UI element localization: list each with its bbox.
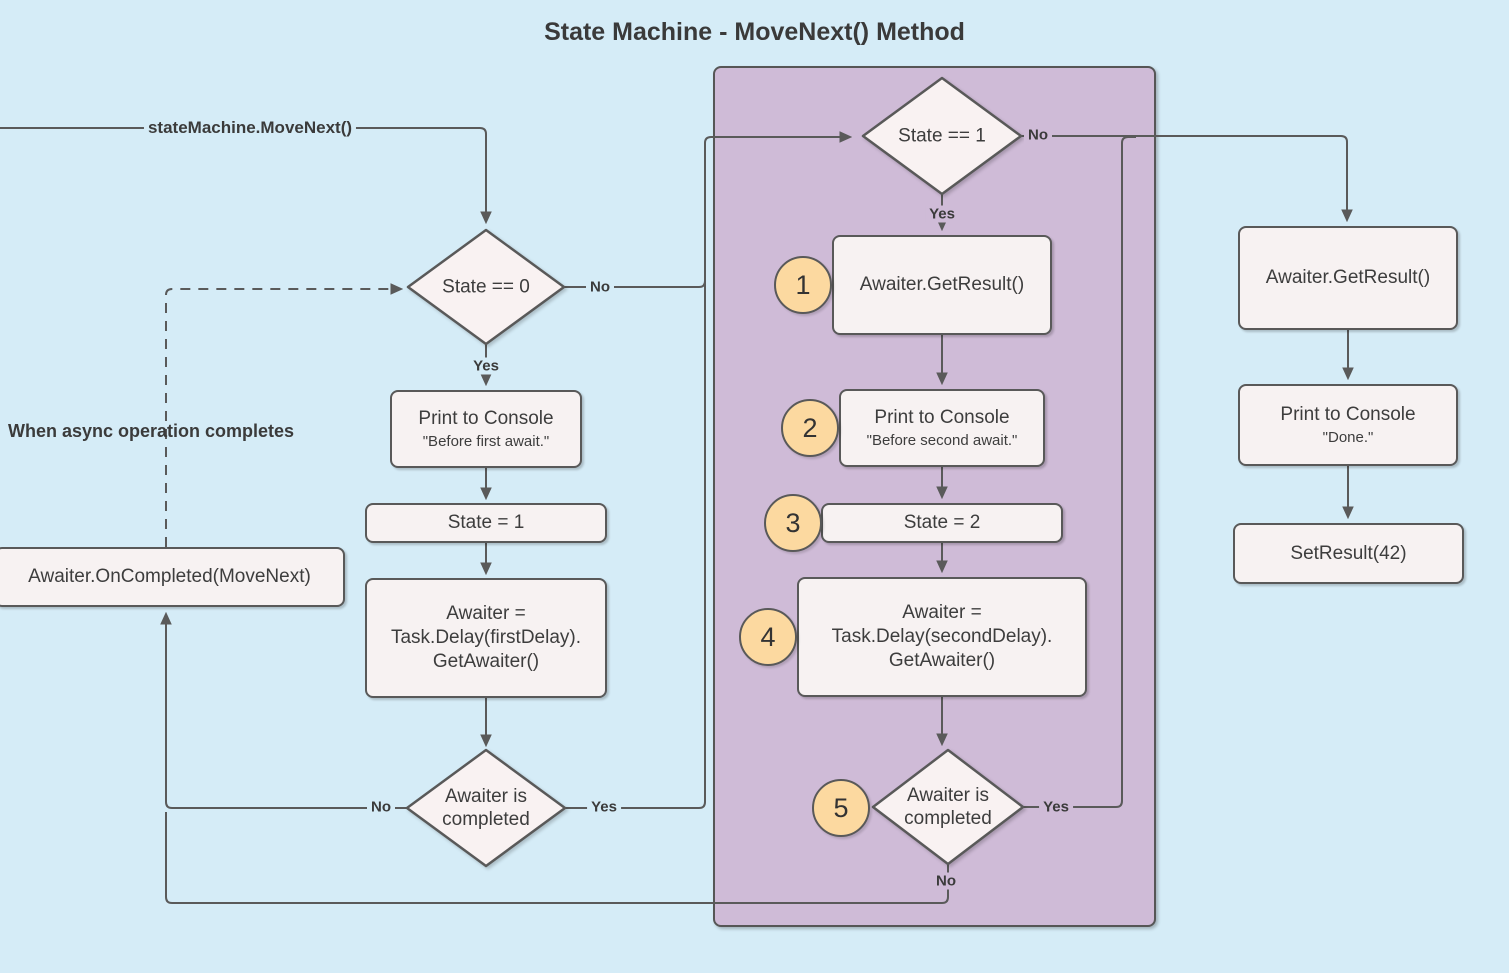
- node-quote: "Before first await.": [422, 432, 550, 450]
- node-state-assign-1: State = 1: [365, 503, 607, 543]
- badge-number: 2: [802, 412, 818, 443]
- node-awaiter-oncompleted: Awaiter.OnCompleted(MoveNext): [0, 547, 345, 607]
- node-state-assign-2: State = 2: [821, 503, 1063, 543]
- node-label: Awaiter = Task.Delay(firstDelay). GetAwa…: [390, 603, 582, 672]
- label-state1-no: No: [1024, 126, 1052, 144]
- node-label: State = 1: [447, 512, 525, 534]
- step-badge-5: 5: [812, 779, 870, 837]
- node-quote: "Before second await.": [866, 431, 1018, 449]
- badge-number: 5: [833, 792, 849, 823]
- node-title: Print to Console: [874, 406, 1010, 428]
- badge-number: 3: [785, 507, 801, 538]
- label-completed2-yes: Yes: [1039, 798, 1073, 816]
- node-label: SetResult(42): [1290, 542, 1407, 564]
- entry-call-label: stateMachine.MoveNext(): [143, 118, 357, 138]
- node-title: Print to Console: [418, 407, 554, 429]
- node-label: Awaiter.GetResult(): [1265, 267, 1431, 289]
- edge-oncompleted-dashed: [165, 289, 401, 547]
- edge-completed2-yes: [1023, 136, 1136, 808]
- awaiter-completed-2-label: Awaiter is completed: [904, 785, 992, 829]
- node-print-done: Print to Console "Done.": [1238, 384, 1458, 466]
- node-title: Print to Console: [1280, 403, 1416, 425]
- edge-completed2-no: [165, 812, 949, 904]
- diamond-awaiter-completed-1: [405, 748, 567, 868]
- badge-number: 4: [760, 621, 776, 652]
- edge-completed1-yes: [565, 137, 850, 809]
- label-completed2-no: No: [932, 872, 960, 890]
- step-badge-2: 2: [781, 399, 839, 457]
- node-label: State = 2: [903, 512, 981, 534]
- label-state1-yes: Yes: [925, 205, 959, 223]
- step-badge-3: 3: [764, 494, 822, 552]
- awaiter-completed-1-label: Awaiter is completed: [442, 786, 530, 830]
- diamond-state0: [406, 228, 566, 346]
- node-label: Awaiter = Task.Delay(secondDelay). GetAw…: [831, 602, 1053, 671]
- node-label: Awaiter.OnCompleted(MoveNext): [28, 566, 311, 588]
- label-completed1-no: No: [367, 798, 395, 816]
- node-getresult-final: Awaiter.GetResult(): [1238, 226, 1458, 330]
- diamond-state1: [861, 76, 1023, 196]
- page-title: State Machine - MoveNext() Method: [544, 18, 965, 46]
- edge-completed1-no: [166, 614, 407, 809]
- edge-state1-no: [1017, 135, 1347, 220]
- async-note-label: When async operation completes: [8, 421, 295, 441]
- label-state0-yes: Yes: [469, 357, 503, 375]
- step-badge-1: 1: [774, 256, 832, 314]
- label-state0-no: No: [586, 278, 614, 296]
- diamond-awaiter-completed-2: [871, 748, 1025, 866]
- label-completed1-yes: Yes: [587, 798, 621, 816]
- node-quote: "Done.": [1322, 428, 1374, 446]
- state0-decision-label: State == 0: [442, 276, 530, 298]
- badge-number: 1: [795, 269, 811, 300]
- node-awaiter-second-delay: Awaiter = Task.Delay(secondDelay). GetAw…: [797, 577, 1087, 697]
- node-label: Awaiter.GetResult(): [859, 274, 1025, 296]
- step-badge-4: 4: [739, 608, 797, 666]
- node-print-before-second-await: Print to Console "Before second await.": [839, 389, 1045, 467]
- node-getresult-inner: Awaiter.GetResult(): [832, 235, 1052, 335]
- node-print-before-first-await: Print to Console "Before first await.": [390, 390, 582, 468]
- edge-state0-no: [564, 160, 706, 288]
- edge-entry: [0, 127, 486, 222]
- node-awaiter-first-delay: Awaiter = Task.Delay(firstDelay). GetAwa…: [365, 578, 607, 698]
- state1-decision-label: State == 1: [898, 125, 986, 147]
- node-setresult: SetResult(42): [1233, 523, 1464, 584]
